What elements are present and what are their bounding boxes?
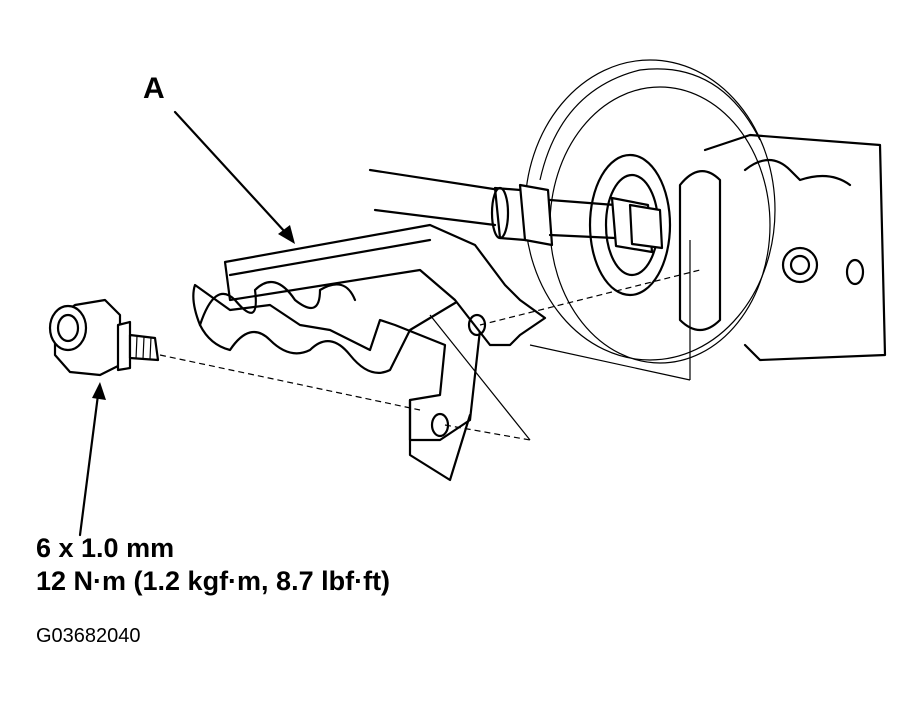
brake-hose bbox=[368, 168, 664, 254]
bolt-size: 6 x 1.0 mm bbox=[36, 533, 175, 563]
bolt-torque: 12 N·m (1.2 kgf·m, 8.7 lbf·ft) bbox=[36, 566, 391, 596]
bolt-spec: 6 x 1.0 mm 12 N·m (1.2 kgf·m, 8.7 lbf·ft… bbox=[36, 532, 390, 598]
part-label-a: A bbox=[143, 72, 165, 105]
flange-bolt bbox=[48, 298, 160, 377]
alignment-lines bbox=[159, 240, 701, 441]
leader-arrows bbox=[78, 110, 295, 537]
knuckle-plate bbox=[678, 133, 887, 362]
bracket-a bbox=[192, 223, 547, 482]
figure-code: G03682040 bbox=[36, 625, 141, 647]
